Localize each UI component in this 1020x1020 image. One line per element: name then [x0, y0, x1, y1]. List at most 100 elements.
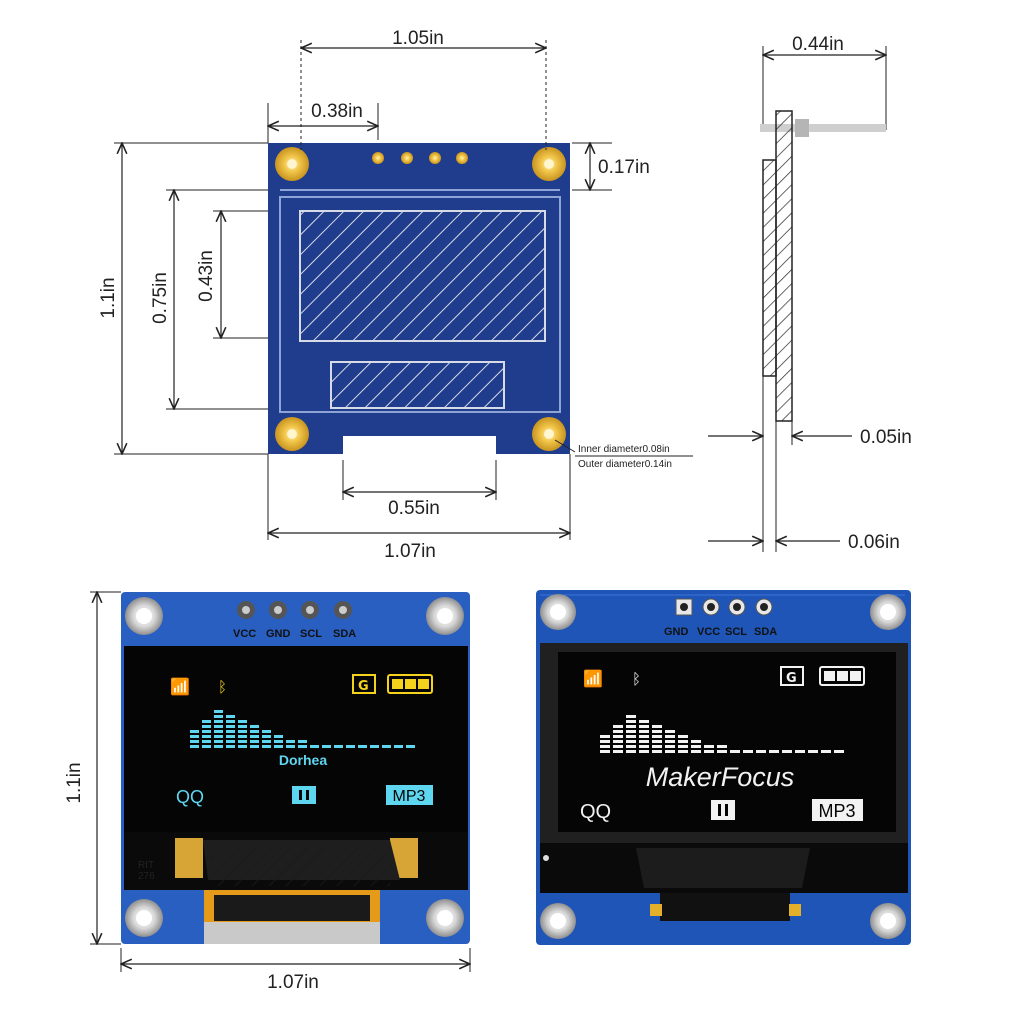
pin-pad [401, 152, 413, 164]
equalizer-segment [795, 750, 805, 753]
equalizer-segment [678, 735, 688, 738]
equalizer-segment [613, 740, 623, 743]
equalizer-segment [613, 735, 623, 738]
equalizer-segment [274, 735, 283, 738]
equalizer-segment [250, 740, 259, 743]
mp3-right: MP3 [818, 801, 855, 821]
equalizer-segment [214, 715, 223, 718]
equalizer-segment [639, 745, 649, 748]
equalizer-segment [238, 730, 247, 733]
photo-right: GND VCC SCL SDA 📶 ᛒ G MakerFocus QQ MP3 [536, 590, 911, 945]
hole-inner-label: Inner diameter0.08in [578, 444, 670, 455]
equalizer-segment [639, 735, 649, 738]
equalizer-segment [298, 745, 307, 748]
pin-label-3: SCL [300, 628, 322, 640]
equalizer-segment [226, 740, 235, 743]
dim-height-total: 1.1in [98, 277, 119, 318]
mp3-badge-left [386, 785, 433, 805]
equalizer-segment [613, 725, 623, 728]
equalizer-segment [600, 750, 610, 753]
brand-right: MakerFocus [646, 762, 795, 792]
equalizer-segment [286, 745, 295, 748]
dim-side-depth: 0.44in [792, 34, 844, 55]
equalizer-segment [226, 725, 235, 728]
hole-outer-label: Outer diameter0.14in [578, 459, 672, 470]
equalizer-segment [334, 745, 343, 748]
equalizer-segment [626, 750, 636, 753]
equalizer-segment [639, 720, 649, 723]
equalizer-segment [639, 740, 649, 743]
signal-icon: 📶 [170, 677, 190, 696]
battery-icon [819, 666, 865, 686]
equalizer-segment [406, 745, 415, 748]
equalizer-segment [346, 745, 355, 748]
equalizer-segment [214, 745, 223, 748]
equalizer-segment [600, 745, 610, 748]
dim-width-total: 1.07in [384, 541, 436, 562]
equalizer-segment [626, 745, 636, 748]
bluetooth-icon: ᛒ [632, 670, 641, 688]
equalizer-segment [202, 730, 211, 733]
header-pins-left [237, 601, 352, 619]
pin-pad [456, 152, 468, 164]
equalizer-segment [394, 745, 403, 748]
equalizer-segment [678, 745, 688, 748]
dim-height-75: 0.75in [150, 272, 171, 324]
equalizer-segment [626, 740, 636, 743]
equalizer-segment [190, 740, 199, 743]
equalizer-segment [262, 735, 271, 738]
equalizer-segment [626, 715, 636, 718]
dim-side-thick-06: 0.06in [848, 532, 900, 553]
equalizer-segment [274, 740, 283, 743]
equalizer-segment [214, 735, 223, 738]
mp3-badge-right [812, 799, 863, 821]
qq-left: QQ [176, 787, 204, 807]
bluetooth-icon: ᛒ [218, 678, 227, 696]
equalizer-segment [214, 730, 223, 733]
equalizer-segment [652, 725, 662, 728]
equalizer-segment [238, 720, 247, 723]
photo-left: VCC GND SCL SDA RIT 276 📶 ᛒ G Dorhea [64, 592, 470, 993]
equalizer-segment [250, 725, 259, 728]
status-bar-left: 📶 ᛒ G [170, 674, 433, 696]
gprs-icon [780, 666, 804, 686]
equalizer-segment [717, 750, 727, 753]
equalizer-segment [226, 745, 235, 748]
equalizer-segment [358, 745, 367, 748]
equalizer-segment [613, 750, 623, 753]
equalizer-segment [238, 725, 247, 728]
equalizer-segment [238, 735, 247, 738]
equalizer-segment [613, 745, 623, 748]
pin-label-1: VCC [233, 628, 256, 640]
equalizer-segment [639, 750, 649, 753]
equalizer-segment [286, 740, 295, 743]
photo-height: 1.1in [64, 762, 85, 803]
equalizer-segment [665, 730, 675, 733]
equalizer-segment [756, 750, 766, 753]
battery-icon [387, 674, 433, 694]
equalizer-segment [600, 735, 610, 738]
dim-top-margin: 0.17in [598, 157, 650, 178]
equalizer-segment [190, 745, 199, 748]
equalizer-segment [298, 740, 307, 743]
equalizer-segment [600, 740, 610, 743]
equalizer-segment [370, 745, 379, 748]
dim-width-top: 1.05in [392, 28, 444, 49]
pin-label-r2: VCC [697, 626, 720, 638]
photo-width: 1.07in [267, 972, 319, 993]
equalizer-segment [704, 745, 714, 748]
equalizer-segment [652, 740, 662, 743]
dim-side-thick-05: 0.05in [860, 427, 912, 448]
equalizer-segment [730, 750, 740, 753]
equalizer-segment [678, 750, 688, 753]
svg-text:G: G [358, 679, 369, 694]
equalizer-segment [214, 725, 223, 728]
equalizer-segment [639, 725, 649, 728]
front-drawing: 1.05in 0.38in 0.17in 1.1in 0.75in 0.43in… [98, 28, 693, 562]
equalizer-segment [691, 750, 701, 753]
status-bar-right: 📶 ᛒ G [583, 666, 865, 688]
equalizer-segment [691, 740, 701, 743]
equalizer-segment [202, 745, 211, 748]
equalizer-segment [214, 710, 223, 713]
